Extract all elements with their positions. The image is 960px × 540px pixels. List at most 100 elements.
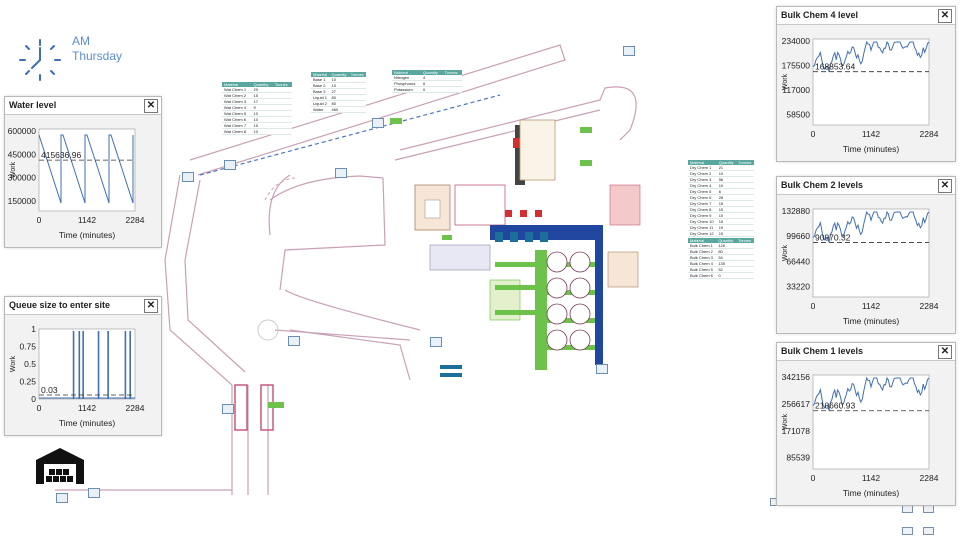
x-axis-label: Time (minutes): [843, 316, 900, 326]
table-cell: 10: [251, 128, 273, 135]
node-marker[interactable]: [623, 46, 635, 56]
table-cell: [348, 82, 366, 89]
clock-ampm: AM: [72, 34, 90, 48]
table-cell: [736, 194, 754, 201]
y-tick-label: 33220: [786, 281, 810, 291]
table-header: Tonnes: [272, 82, 292, 87]
series-line: [812, 40, 930, 72]
table-cell: [272, 104, 292, 111]
table-cell: [348, 100, 366, 107]
node-marker[interactable]: [56, 493, 68, 503]
table-cell: Bulk Chem 6: [688, 272, 717, 279]
table-cell: 15: [716, 230, 737, 237]
table-cell: [272, 87, 292, 93]
table-cell: [272, 128, 292, 135]
node-marker[interactable]: [222, 404, 234, 414]
y-tick-label: 0: [31, 394, 36, 404]
table-cell: Wat Chem 6: [222, 116, 252, 123]
table-cell: Base 2: [311, 82, 330, 89]
table-cell: [736, 254, 754, 261]
node-marker[interactable]: [224, 160, 236, 170]
node-marker[interactable]: [902, 505, 913, 513]
table-cell: Wat Chem 4: [222, 104, 252, 111]
y-axis-label: Work: [10, 161, 17, 178]
y-tick-label: 1: [31, 324, 36, 334]
gate-booths: [234, 384, 274, 431]
node-marker[interactable]: [923, 505, 934, 513]
table-cell: Dry Chem 3: [688, 176, 717, 183]
table-cell: Potassium: [392, 86, 422, 93]
roundabout: [257, 319, 279, 341]
table-cell: [736, 188, 754, 195]
panel-title-text: Bulk Chem 2 levels: [781, 180, 864, 190]
x-axis-label: Time (minutes): [843, 488, 900, 498]
node-marker[interactable]: [902, 527, 913, 535]
table-cell: Dry Chem 7: [688, 200, 717, 207]
close-icon[interactable]: ✕: [144, 99, 158, 113]
x-tick-label: 2284: [126, 215, 145, 225]
loop-route: [264, 177, 296, 201]
close-icon[interactable]: ✕: [938, 9, 952, 23]
table-cell: Liquid 2: [311, 100, 330, 107]
close-icon[interactable]: ✕: [144, 299, 158, 313]
node-marker[interactable]: [923, 527, 934, 535]
y-tick-label: 450000: [8, 149, 37, 159]
table-cell: 15: [251, 92, 273, 99]
table-cell: [736, 182, 754, 189]
node-marker[interactable]: [288, 336, 300, 346]
table-cell: Dry Chem 10: [688, 218, 717, 225]
table-header: Material: [311, 72, 330, 77]
close-icon[interactable]: ✕: [938, 345, 952, 359]
x-tick-label: 1142: [78, 403, 97, 413]
x-tick-label: 0: [811, 129, 816, 139]
table-cell: 460: [329, 106, 349, 113]
node-marker[interactable]: [182, 172, 194, 182]
panel-title-text: Bulk Chem 1 levels: [781, 346, 864, 356]
y-tick-label: 0.5: [24, 359, 36, 369]
warehouse-icon[interactable]: [34, 446, 86, 486]
table-header: Tonnes: [348, 72, 366, 77]
close-icon[interactable]: ✕: [938, 179, 952, 193]
table-cell: [736, 230, 754, 237]
average-value-label: 210660.93: [815, 401, 855, 411]
x-tick-label: 1142: [862, 301, 881, 311]
node-marker[interactable]: [88, 488, 100, 498]
table-cell: [736, 176, 754, 183]
node-marker[interactable]: [430, 337, 442, 347]
table-cell: Wat Chem 1: [222, 87, 252, 93]
table-cell: [348, 106, 366, 113]
node-marker[interactable]: [335, 168, 347, 178]
x-tick-label: 0: [37, 215, 42, 225]
series-line: [812, 376, 930, 411]
panel-title-text: Bulk Chem 4 level: [781, 10, 859, 20]
table-cell: [442, 86, 462, 93]
series-line: [812, 210, 930, 243]
plot-area: [812, 208, 930, 298]
node-marker[interactable]: [596, 364, 608, 374]
table-cell: [272, 122, 292, 129]
table-cell: Bulk Chem 3: [688, 254, 717, 261]
table-cell: Dry Chem 1: [688, 165, 717, 171]
table-cell: 10: [251, 116, 273, 123]
node-marker[interactable]: [372, 118, 384, 128]
y-axis-label: Work: [782, 73, 789, 90]
